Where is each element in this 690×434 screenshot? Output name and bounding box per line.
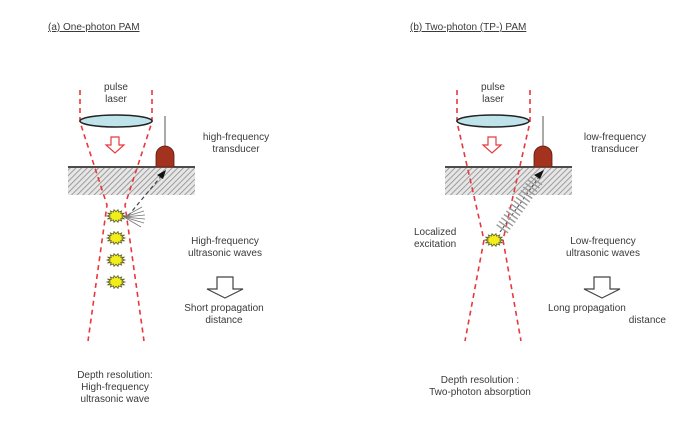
distance-label-line: Long propagation [548,303,626,314]
transducer-label-line: transducer [212,144,260,155]
excitation-label-line: Localized [414,227,457,238]
tissue-hatch [68,168,195,195]
wave-fan [123,206,146,228]
laser-label-line: laser [482,94,504,105]
excitation-spark [105,230,127,246]
wavefront [517,193,531,203]
waves-label-line: Low-frequency [570,236,636,247]
waves-label: Low-frequency ultrasonic waves [548,236,658,260]
resolution-label-line: High-frequency [81,382,149,393]
excitation-spark [105,252,127,268]
low-frequency-wave [496,173,543,234]
excitation-sparks [483,232,505,248]
beam-right [124,90,153,342]
wavefront [530,176,543,186]
wavefront [522,186,536,196]
wavefront [503,213,516,224]
distance-label: Long propagation distance [548,303,666,327]
excitation-sparks [105,208,127,290]
waves-label-line: ultrasonic waves [188,248,262,259]
down-arrow-icon [481,136,503,154]
panel-b [445,90,621,342]
transducer-label-line: transducer [591,144,639,155]
panel-a [68,90,244,342]
distance-label-line: distance [628,315,666,326]
resolution-label-line: Depth resolution : [440,375,520,386]
tissue-hatch [445,168,572,195]
beam-right [502,90,531,342]
laser-label-line: pulse [481,82,505,93]
waves-label: High-frequency ultrasonic waves [170,236,280,260]
transducer-label-line: low-frequency [583,132,647,143]
laser-label: pulse laser [474,82,512,106]
wavefront [496,224,509,234]
transducer-label: high-frequency transducer [186,132,286,156]
resolution-label-line: Depth resolution: [77,370,153,381]
waves-label-line: ultrasonic waves [566,248,640,259]
wavefront [513,200,526,210]
wavefront [508,206,521,217]
big-down-arrow-icon [206,276,244,299]
wavefront [505,210,519,220]
distance-label: Short propagation distance [164,303,284,327]
wavefront [525,182,538,193]
wavefront [515,196,528,206]
excitation-label: Localized excitation [414,227,480,251]
wavefront [510,203,524,213]
laser-label-line: laser [105,94,127,105]
resolution-label-line: Two-photon absorption [429,387,531,398]
transducer [533,145,553,168]
distance-label-line: Short propagation [184,303,264,314]
wave-path [127,173,164,217]
excitation-label-line: excitation [414,239,457,250]
wavefront [498,220,511,230]
down-arrow-icon [104,136,126,154]
excitation-spark [105,208,127,224]
lens [79,114,153,128]
big-down-arrow-icon [583,276,621,299]
transducer-label-line: high-frequency [202,132,270,143]
waves-label-line: High-frequency [191,236,259,247]
beam-left [79,90,108,342]
transducer [155,145,175,168]
wavefront [500,217,514,227]
laser-label: pulse laser [97,82,135,106]
excitation-spark [105,274,127,290]
lens [456,114,530,128]
wave-arrowhead [534,170,544,179]
resolution-label-line: ultrasonic wave [80,394,150,405]
wavefront [520,189,533,200]
panel-b-title: (b) Two-photon (TP-) PAM [410,22,527,33]
wavefront [527,179,540,189]
beam-left [456,90,485,342]
panel-a-title: (a) One-photon PAM [48,22,140,33]
resolution-label: Depth resolution : Two-photon absorption [420,375,540,399]
resolution-label: Depth resolution: High-frequency ultraso… [60,370,170,406]
transducer-label: low-frequency transducer [565,132,665,156]
distance-label-line: distance [205,315,243,326]
laser-label-line: pulse [104,82,128,93]
excitation-spark [483,232,505,248]
wave-arrowhead [157,170,166,179]
